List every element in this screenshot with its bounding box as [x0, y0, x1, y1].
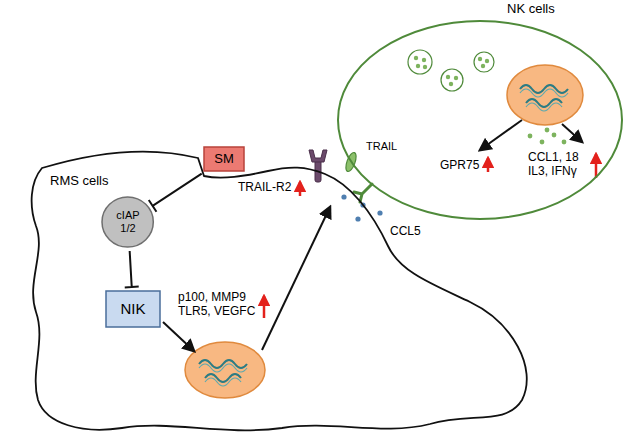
nk-nucleus	[507, 65, 583, 125]
protein-ellipse: cIAP 1/2	[101, 196, 154, 248]
ccl5-dots	[341, 194, 382, 221]
cytokine-dots	[528, 128, 567, 145]
node-label: NIK	[120, 300, 145, 317]
cytokine-list: CCL1, 18 IL3, IFNγ	[528, 150, 590, 179]
trail-r2-receptor	[309, 150, 327, 182]
chemokine-label: CCL5	[390, 224, 421, 238]
pathway-arrows	[163, 120, 582, 351]
granules	[408, 50, 494, 91]
receptor-label: TRAIL-R2	[238, 180, 291, 194]
trail-ligand	[344, 151, 372, 202]
node-label: SM	[214, 152, 234, 167]
receptor-label: GPR75	[440, 158, 479, 172]
kinase-box: NIK	[105, 290, 161, 328]
nk-cell: NK cells	[337, 20, 623, 220]
node-label: cIAP 1/2	[111, 209, 145, 234]
rms-nucleus	[185, 342, 265, 398]
gene-list: p100, MMP9 TLR5, VEGFC	[178, 290, 260, 319]
cell-name: RMS cells	[50, 174, 109, 189]
drug-box: SM	[203, 146, 245, 172]
cell-name: NK cells	[507, 2, 555, 17]
inhibition-connector	[149, 174, 202, 212]
ligand-label: TRAIL	[366, 140, 397, 153]
inhibition-connector	[125, 251, 139, 287]
cell-outline	[337, 20, 623, 220]
upregulation-arrows	[264, 154, 596, 318]
